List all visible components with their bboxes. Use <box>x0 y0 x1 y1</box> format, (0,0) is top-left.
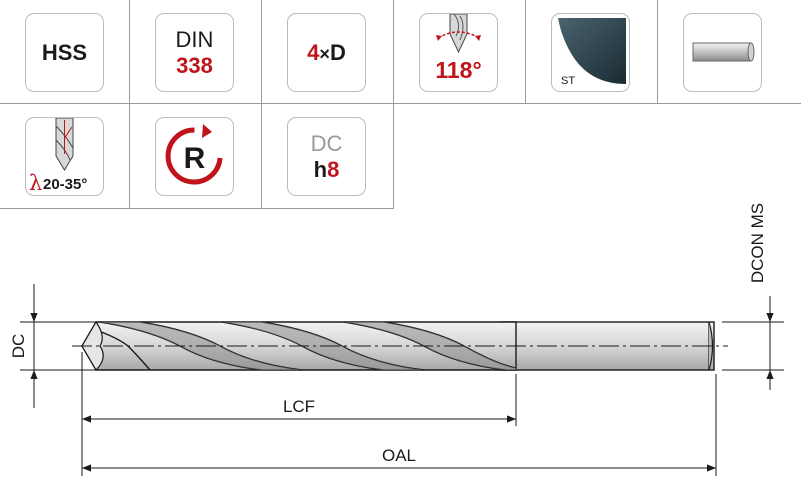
surface-code: ST <box>561 75 575 87</box>
cell-rotation: R <box>130 104 262 209</box>
cell-surface: ST <box>526 0 658 104</box>
dc-dimension <box>20 284 96 408</box>
cell-length: 4×D <box>262 0 394 104</box>
cylindrical-shank-icon <box>692 42 755 62</box>
dcon-ms-label: DCON MS <box>748 203 767 283</box>
drill-point-icon: 118° <box>435 14 482 83</box>
length-tile: 4×D <box>287 13 366 92</box>
cell-material: HSS <box>0 0 130 104</box>
surface-tile: ST <box>551 13 630 92</box>
cell-shank <box>658 0 801 104</box>
rotation-symbol: R <box>184 142 206 175</box>
length-sign: × <box>319 43 330 64</box>
shank-tile <box>683 13 762 92</box>
material-tile: HSS <box>25 13 104 92</box>
rotation-tile: R <box>155 117 234 196</box>
oal-label: OAL <box>382 446 416 465</box>
helix-range: 20-35° <box>43 176 87 193</box>
lcf-label: LCF <box>283 397 315 416</box>
din-label: DIN <box>175 26 214 52</box>
dc-label: DC <box>9 334 28 359</box>
tolerance-value: h8 <box>314 157 340 183</box>
length-unit: D <box>329 39 346 65</box>
cell-din: DIN 338 <box>130 0 262 104</box>
din-number: 338 <box>176 52 213 78</box>
helix-symbol: λ <box>29 171 42 195</box>
dcon-ms-dimension <box>722 296 784 390</box>
cell-point-angle: 118° <box>394 0 526 104</box>
helix-tile: λ 20-35° <box>25 117 104 196</box>
lcf-dimension <box>81 352 517 476</box>
point-angle-value: 118° <box>435 57 481 83</box>
tolerance-grade: 8 <box>327 156 340 182</box>
tolerance-letter: h <box>313 156 328 182</box>
tolerance-tile: DC h8 <box>287 117 366 196</box>
cell-tolerance: DC h8 <box>262 104 394 209</box>
cell-helix: λ 20-35° <box>0 104 130 209</box>
point-angle-tile: 118° <box>419 13 498 92</box>
helix-angle-icon: λ 20-35° <box>29 118 87 195</box>
din-tile: DIN 338 <box>155 13 234 92</box>
length-factor: 4 <box>307 39 320 65</box>
material-label: HSS <box>41 39 88 65</box>
oal-dimension <box>82 374 717 476</box>
length-factor-text: 4×D <box>307 40 346 66</box>
surface-finish-icon: ST <box>558 18 626 87</box>
right-hand-rotation-icon: R <box>165 124 223 185</box>
tolerance-label: DC <box>310 130 343 156</box>
icon-grid: HSS DIN 338 4×D 118° <box>0 0 801 212</box>
